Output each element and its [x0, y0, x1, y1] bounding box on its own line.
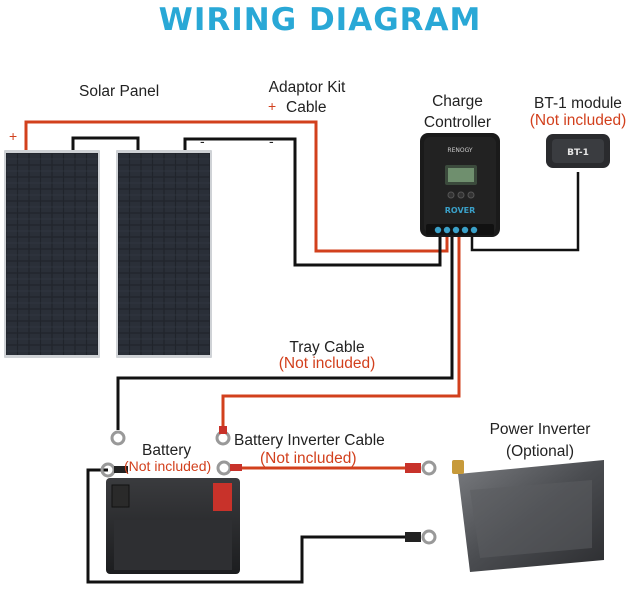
bt1-device-label: BT-1: [567, 148, 589, 158]
battery-inverter-cable-not-included: (Not included): [260, 450, 357, 467]
bt1-cable: [470, 172, 580, 252]
bt1-not-included: (Not included): [529, 112, 627, 129]
battery-ring-terminals: [100, 426, 242, 478]
bt1-module-label: BT-1 module: [534, 95, 622, 112]
battery-not-included: (Not included): [124, 458, 212, 474]
panel-negative-wire: [183, 137, 442, 267]
panel-positive-wire: [24, 120, 449, 253]
solar-panel-label: Solar Panel: [79, 83, 160, 100]
adaptor-cable-label: Cable: [286, 99, 327, 116]
solar-panel-1: [4, 150, 100, 358]
tray-cable-negative: [116, 232, 454, 430]
inverter-ring-terminals: [405, 460, 437, 545]
adaptor-plus-sign: +: [268, 98, 277, 114]
adaptor-minus-sign: -: [269, 133, 274, 149]
power-inverter-optional: (Optional): [505, 443, 575, 460]
controller-brand: RENOGY: [447, 147, 473, 154]
bt1-module: [546, 134, 610, 168]
battery-inverter-cable-label: Battery Inverter Cable: [234, 432, 385, 449]
tray-cable-not-included: (Not included): [278, 355, 376, 372]
charge-controller-label-2: Controller: [423, 114, 492, 131]
tray-cable-label: Tray Cable: [289, 339, 365, 356]
tray-cable-positive: [221, 232, 461, 430]
solar-panel-2: [116, 150, 212, 358]
charge-controller: [420, 133, 500, 237]
adaptor-kit-label: Adaptor Kit: [268, 79, 346, 96]
power-inverter-label: Power Inverter: [489, 421, 591, 438]
inverter-positive-post: [452, 460, 464, 474]
charge-controller-label-1: Charge: [432, 93, 483, 110]
battery-positive-terminal: [213, 483, 232, 511]
panel-minus-sign: -: [200, 133, 205, 149]
inverter-cable-negative: [86, 468, 405, 584]
battery-label: Battery: [142, 442, 192, 459]
panel-series-link: [71, 136, 140, 150]
controller-model: ROVER: [445, 206, 476, 215]
page-title: WIRING DIAGRAM: [158, 2, 482, 38]
panel-plus-sign: +: [9, 128, 18, 144]
power-inverter: [452, 460, 604, 572]
battery: [106, 478, 240, 574]
